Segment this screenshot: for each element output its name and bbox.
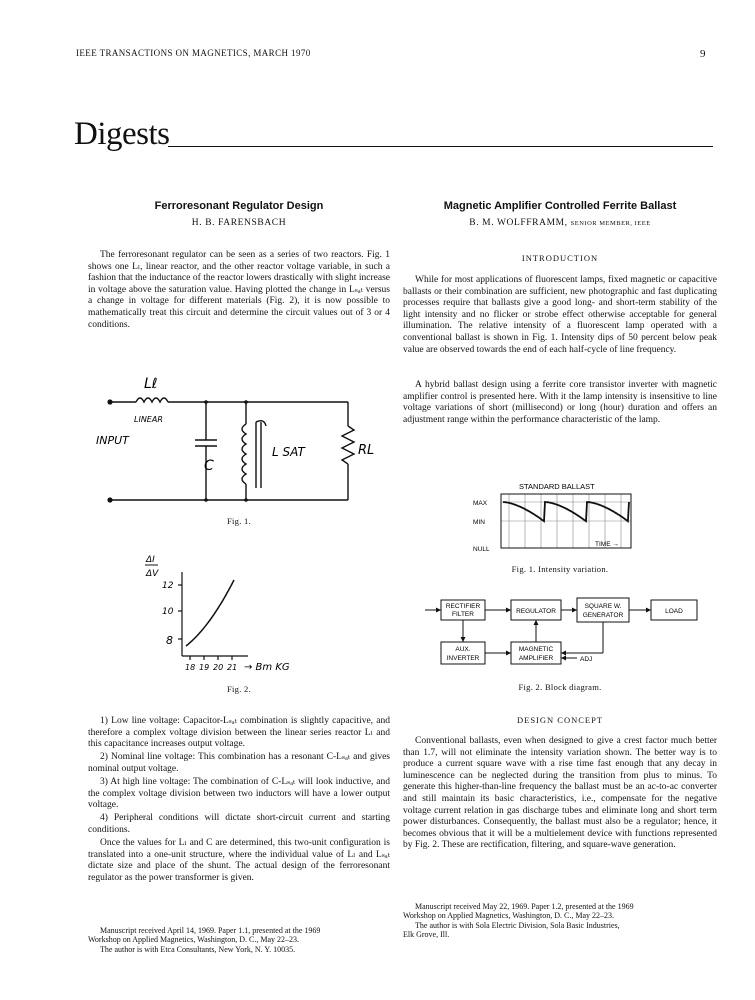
plot-ytick-8: 8: [166, 634, 173, 647]
intro-heading: INTRODUCTION: [521, 253, 599, 263]
block-diagram: RECTIFIER FILTER REGULATOR SQUARE W. GEN…: [425, 597, 698, 665]
label-ll: Lℓ: [144, 376, 158, 392]
left-footnote-line-1: Manuscript received April 14, 1969. Pape…: [100, 926, 321, 935]
label-c: C: [204, 458, 214, 474]
label-max: MAX: [473, 500, 488, 507]
saturation-plot: ΔI ΔV 12 10 8 18 19 20 21 → Bm KG: [145, 555, 290, 673]
left-footnote-line-2: Workshop on Applied Magnetics, Washingto…: [88, 935, 299, 945]
block-aux-line-2: INVERTER: [447, 655, 480, 662]
right-article-author: B. M. WOLFFRAMM, SENIOR MEMBER, IEEE: [403, 218, 717, 228]
plot-xtick-21: 21: [227, 663, 237, 672]
condition-2: 2) Nominal line voltage: This combinatio…: [88, 752, 390, 774]
right-article-title: Magnetic Amplifier Controlled Ferrite Ba…: [443, 200, 677, 212]
right-author-name: B. M. WOLFFRAMM,: [469, 218, 568, 228]
right-footnote-line-1: Manuscript received May 22, 1969. Paper …: [415, 902, 634, 911]
condition-3: 3) At high line voltage: The combination…: [88, 777, 390, 811]
right-footnote-line-2: Workshop on Applied Magnetics, Washingto…: [403, 911, 614, 921]
left-footnote: Manuscript received April 14, 1969. Pape…: [88, 926, 390, 954]
left-article-title: Ferroresonant Regulator Design: [154, 200, 324, 212]
label-adj: ADJ: [580, 656, 592, 663]
label-time: TIME →: [595, 541, 619, 548]
right-footnote: Manuscript received May 22, 1969. Paper …: [403, 902, 717, 940]
plot-xaxis-label: → Bm KG: [244, 662, 290, 673]
block-aux-line-1: AUX.: [455, 646, 470, 653]
right-fig1-caption: Fig. 1. Intensity variation.: [511, 564, 609, 574]
page-number: 9: [700, 48, 706, 60]
plot-ylabel-top: ΔI: [145, 555, 155, 565]
right-intro-paragraph-1: While for most applications of fluoresce…: [403, 275, 717, 355]
right-footnote-line-3: The author is with Sola Electric Divisio…: [415, 920, 620, 930]
left-closing-paragraph: Once the values for Lₗ and C are determi…: [88, 838, 390, 883]
title-rule: [168, 146, 713, 147]
label-null: NULL: [473, 546, 490, 553]
block-magamp-line-2: AMPLIFIER: [519, 655, 554, 662]
plot-ytick-10: 10: [162, 607, 174, 617]
condition-1: 1) Low line voltage: Capacitor-Lₛₐₜ comb…: [88, 716, 390, 750]
plot-curve: [185, 579, 235, 647]
intensity-chart: STANDARD BALLAST MAX MIN NULL TIME →: [473, 482, 632, 553]
block-rectifier-line-2: FILTER: [452, 611, 474, 618]
block-square-line-1: SQUARE W.: [585, 603, 622, 610]
label-lsat: L SAT: [272, 445, 306, 459]
left-intro-paragraph: The ferroresonant regulator can be seen …: [88, 250, 390, 330]
left-fig2-caption: Fig. 2.: [226, 684, 252, 694]
left-article-author: H. B. FARENSBACH: [191, 218, 287, 228]
design-heading: DESIGN CONCEPT: [516, 715, 604, 725]
label-linear: LINEAR: [134, 415, 163, 424]
label-input: INPUT: [96, 434, 130, 447]
plot-xtick-19: 19: [199, 663, 209, 672]
block-regulator: REGULATOR: [516, 608, 556, 615]
left-footnote-line-3: The author is with Etca Consultants, New…: [100, 944, 296, 954]
right-fig2-caption: Fig. 2. Block diagram.: [518, 682, 602, 692]
plot-xtick-20: 20: [213, 663, 223, 672]
block-rectifier-line-1: RECTIFIER: [446, 603, 481, 610]
right-footnote-line-4: Elk Grove, Ill.: [403, 930, 450, 940]
circuit-diagram: Lℓ LINEAR INPUT C L SAT RL: [96, 376, 374, 503]
condition-4: 4) Peripheral conditions will dictate sh…: [88, 813, 390, 835]
block-square-line-2: GENERATOR: [583, 612, 624, 619]
left-fig1-caption: Fig. 1.: [226, 516, 252, 526]
right-intro-paragraph-2: A hybrid ballast design using a ferrite …: [403, 380, 717, 425]
plot-ytick-12: 12: [162, 581, 174, 591]
label-rl: RL: [358, 443, 374, 458]
label-min: MIN: [473, 519, 485, 526]
design-paragraph: Conventional ballasts, even when designe…: [403, 736, 717, 851]
plot-xtick-18: 18: [185, 663, 195, 672]
plot-ylabel-bottom: ΔV: [145, 569, 159, 579]
section-title: Digests: [74, 116, 170, 152]
block-magamp-line-1: MAGNETIC: [519, 646, 554, 653]
right-author-grade: SENIOR MEMBER, IEEE: [570, 220, 651, 227]
intensity-curve: [502, 501, 630, 523]
block-load: LOAD: [665, 608, 683, 615]
running-head: IEEE TRANSACTIONS ON MAGNETICS, MARCH 19…: [76, 48, 311, 58]
chart-title: STANDARD BALLAST: [519, 482, 595, 491]
